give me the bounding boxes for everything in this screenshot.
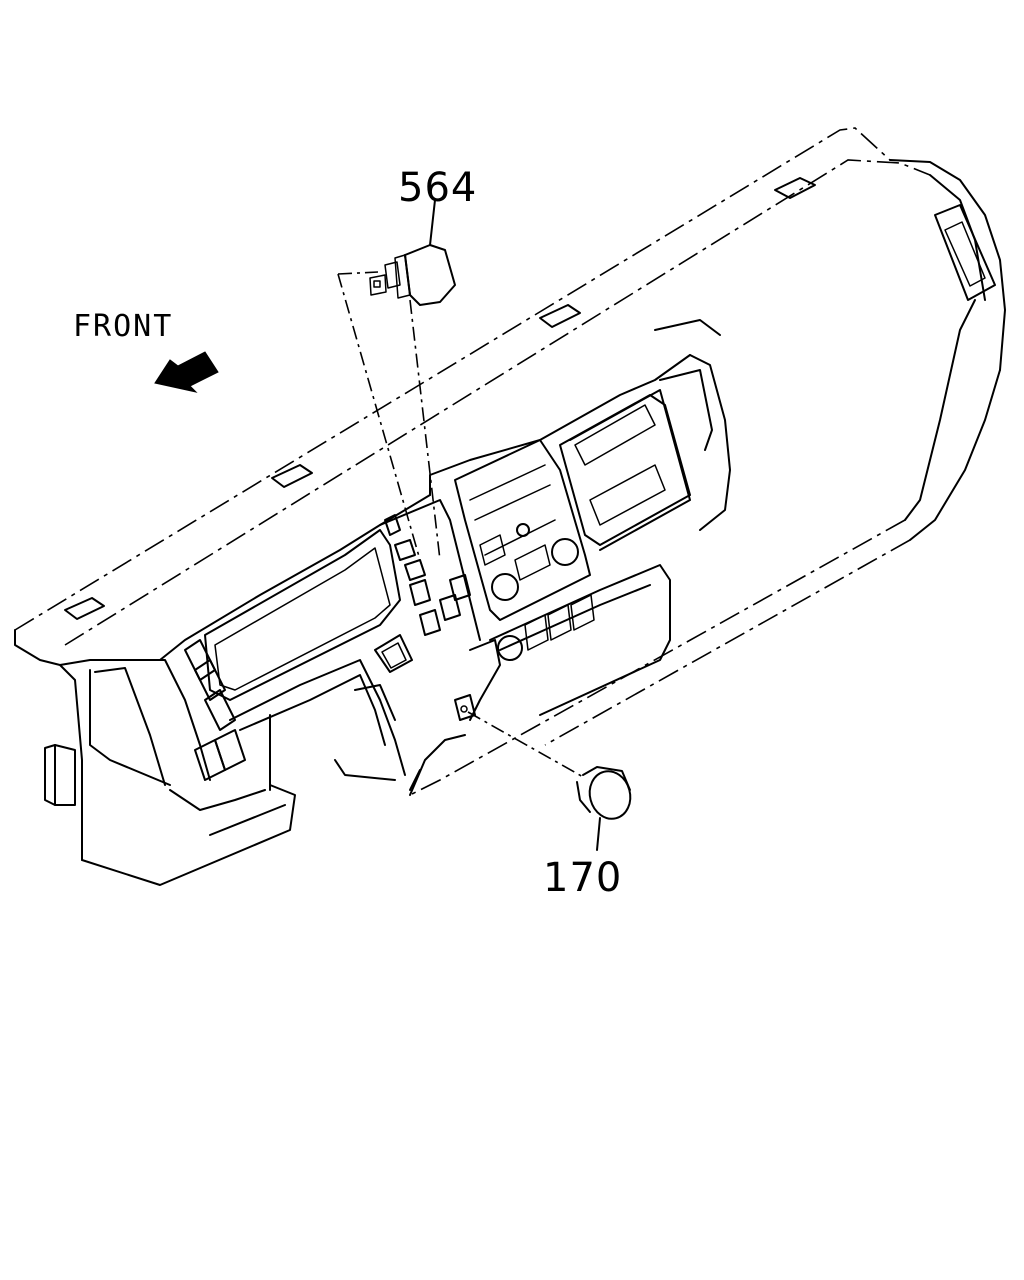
front-label: FRONT — [73, 309, 173, 344]
part-number-170: 170 — [543, 855, 622, 901]
dashboard-outline — [14, 127, 1006, 886]
part-170-plug — [467, 711, 632, 851]
part-number-564: 564 — [398, 165, 477, 211]
part-564-switch — [337, 199, 456, 561]
front-arrow-icon — [154, 351, 219, 393]
